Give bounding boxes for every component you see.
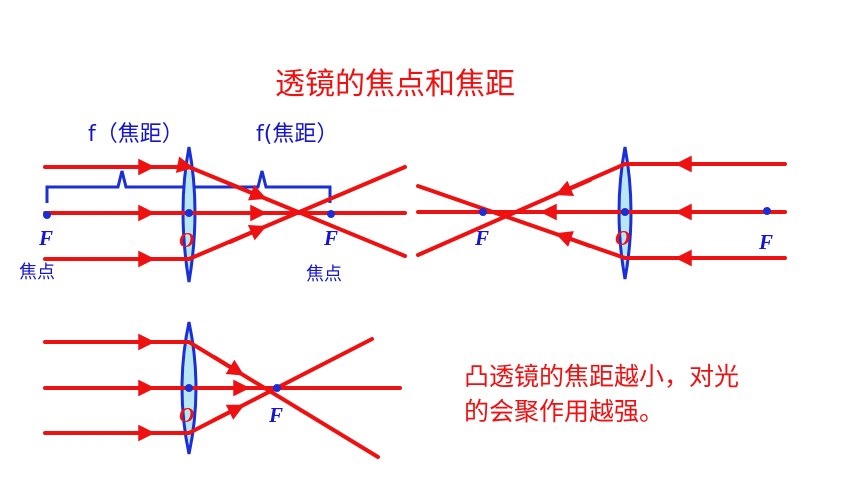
ray-arrow-3d [212,355,245,376]
optical-center-2 [621,208,629,216]
center-label-1: O [179,228,194,252]
ray-arrow-2d [555,178,592,197]
focal-length-label-right: f(焦距） [256,122,338,147]
page-title: 透镜的焦点和焦距 [275,67,515,102]
light-ray-top-3 [43,340,380,459]
focus-label-left-1: F [38,226,53,250]
focus-label-3: F [268,403,283,427]
center-label-2: O [615,226,630,250]
focus-label-right-1: F [323,226,338,250]
focus-point-3 [273,384,281,392]
caption-line-1: 凸透镜的焦距越小，对光 [464,362,739,391]
focus-point-left-1 [43,211,51,219]
focus-point-right-1 [327,210,335,218]
caption-line-2: 的会聚作用越强。 [464,397,664,426]
focal-length-bracket-left [45,170,192,203]
focus-label-right-2: F [758,230,773,254]
optical-center-1 [185,209,193,217]
diagram-2-convex-lens-reverse: F O F [416,146,792,280]
optical-center-3 [185,384,193,392]
center-label-3: O [179,403,194,427]
diagram-3-short-focal-length: O F [43,321,402,459]
ray-arrow-3f [212,404,245,422]
focus-label-left-2: F [474,226,489,250]
focus-point-left-2 [479,208,487,216]
focus-point-right-2 [763,207,771,215]
focus-note-right-1: 焦点 [306,264,342,285]
light-ray-bottom-2 [416,184,787,260]
ray-arrow-2f [555,231,592,248]
focus-note-left-1: 焦点 [19,262,55,283]
diagram-1-convex-lens-focus: f（焦距） f(焦距） F O F 焦点 焦点 [19,122,407,285]
focal-length-label-left: f（焦距） [88,122,184,147]
ray-arrow-1d [228,182,267,201]
ray-arrow-1f [228,225,267,244]
light-ray-top-2 [416,162,787,257]
